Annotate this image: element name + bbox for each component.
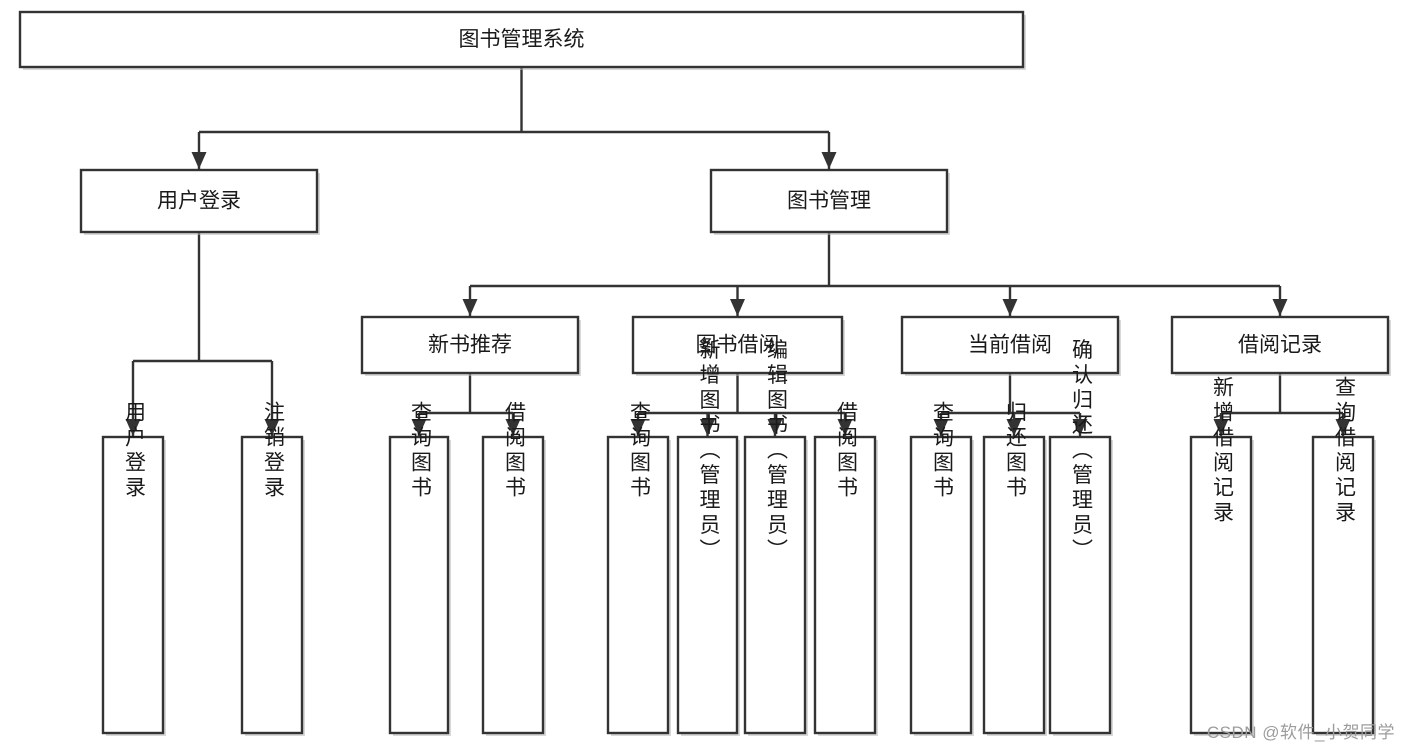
node-leaf-query-record[interactable]: 查询借阅记录: [1311, 376, 1376, 736]
node-box[interactable]: [606, 435, 670, 735]
node-current-borrow[interactable]: 当前借阅: [900, 315, 1121, 376]
node-label: 新增借阅记录: [1210, 376, 1234, 526]
node-box[interactable]: [1311, 435, 1375, 735]
node-box[interactable]: [709, 168, 949, 234]
connector-layer: [125, 67, 1351, 436]
node-label: 借阅图书: [502, 401, 526, 501]
node-label: 编辑图书（管理员）: [764, 339, 788, 564]
node-leaf-add-book[interactable]: 新增图书（管理员）: [676, 339, 740, 737]
node-leaf-return-book[interactable]: 归还图书: [982, 401, 1047, 736]
node-box[interactable]: [240, 435, 304, 735]
node-label: 查询图书: [930, 401, 954, 501]
node-label: 查询图书: [627, 401, 651, 501]
node-label: 查询图书: [408, 401, 432, 501]
node-book-borrow[interactable]: 图书借阅: [631, 315, 845, 376]
node-leaf-edit-book[interactable]: 编辑图书（管理员）: [743, 339, 808, 737]
node-box[interactable]: [18, 10, 1025, 69]
node-label: 图书借阅: [696, 334, 780, 357]
node-box[interactable]: [360, 315, 580, 375]
node-user-login[interactable]: 用户登录: [79, 168, 320, 235]
node-label: 用户登录: [122, 401, 146, 501]
node-box[interactable]: [1189, 435, 1253, 735]
node-leaf-query-book-rec[interactable]: 查询图书: [388, 401, 451, 736]
csdn-watermark: CSDN @软件_小贺同学: [1206, 723, 1395, 742]
node-box[interactable]: [631, 315, 844, 375]
node-label: 借阅记录: [1238, 334, 1322, 357]
node-label: 用户登录: [157, 190, 241, 213]
node-box[interactable]: [900, 315, 1120, 375]
node-root[interactable]: 图书管理系统: [18, 10, 1026, 70]
node-leaf-user-login[interactable]: 用户登录: [101, 401, 166, 736]
node-leaf-add-record[interactable]: 新增借阅记录: [1189, 376, 1254, 736]
node-borrow-record[interactable]: 借阅记录: [1170, 315, 1391, 376]
node-box[interactable]: [1170, 315, 1390, 375]
node-label: 当前借阅: [968, 334, 1052, 357]
node-box[interactable]: [481, 435, 545, 735]
node-label: 查询借阅记录: [1332, 376, 1356, 526]
node-leaf-logout[interactable]: 注销登录: [240, 401, 305, 736]
node-label: 图书管理系统: [459, 28, 585, 51]
node-leaf-borrow-book-rec[interactable]: 借阅图书: [481, 401, 546, 736]
node-label: 新增图书（管理员）: [697, 339, 721, 564]
node-box[interactable]: [813, 435, 877, 735]
node-leaf-query-book-bb[interactable]: 查询图书: [606, 401, 671, 736]
node-leaf-confirm-return[interactable]: 确认归还（管理员）: [1048, 339, 1113, 737]
node-layer: 图书管理系统用户登录图书管理新书推荐图书借阅当前借阅借阅记录用户登录注销登录查询…: [18, 10, 1391, 737]
node-box[interactable]: [79, 168, 319, 234]
node-box[interactable]: [909, 435, 973, 735]
node-label: 归还图书: [1003, 401, 1027, 501]
node-box[interactable]: [388, 435, 450, 735]
node-box[interactable]: [676, 435, 739, 735]
node-label: 图书管理: [787, 190, 871, 213]
node-book-manage[interactable]: 图书管理: [709, 168, 950, 235]
node-label: 注销登录: [261, 401, 285, 501]
node-new-book-rec[interactable]: 新书推荐: [360, 315, 581, 376]
node-label: 借阅图书: [834, 401, 858, 501]
node-box[interactable]: [743, 435, 807, 735]
node-label: 确认归还（管理员）: [1069, 339, 1093, 564]
node-box[interactable]: [101, 435, 165, 735]
node-leaf-borrow-book-bb[interactable]: 借阅图书: [813, 401, 878, 736]
node-leaf-query-book-cb[interactable]: 查询图书: [909, 401, 974, 736]
node-box[interactable]: [982, 435, 1046, 735]
node-label: 新书推荐: [428, 334, 512, 357]
node-box[interactable]: [1048, 435, 1112, 735]
